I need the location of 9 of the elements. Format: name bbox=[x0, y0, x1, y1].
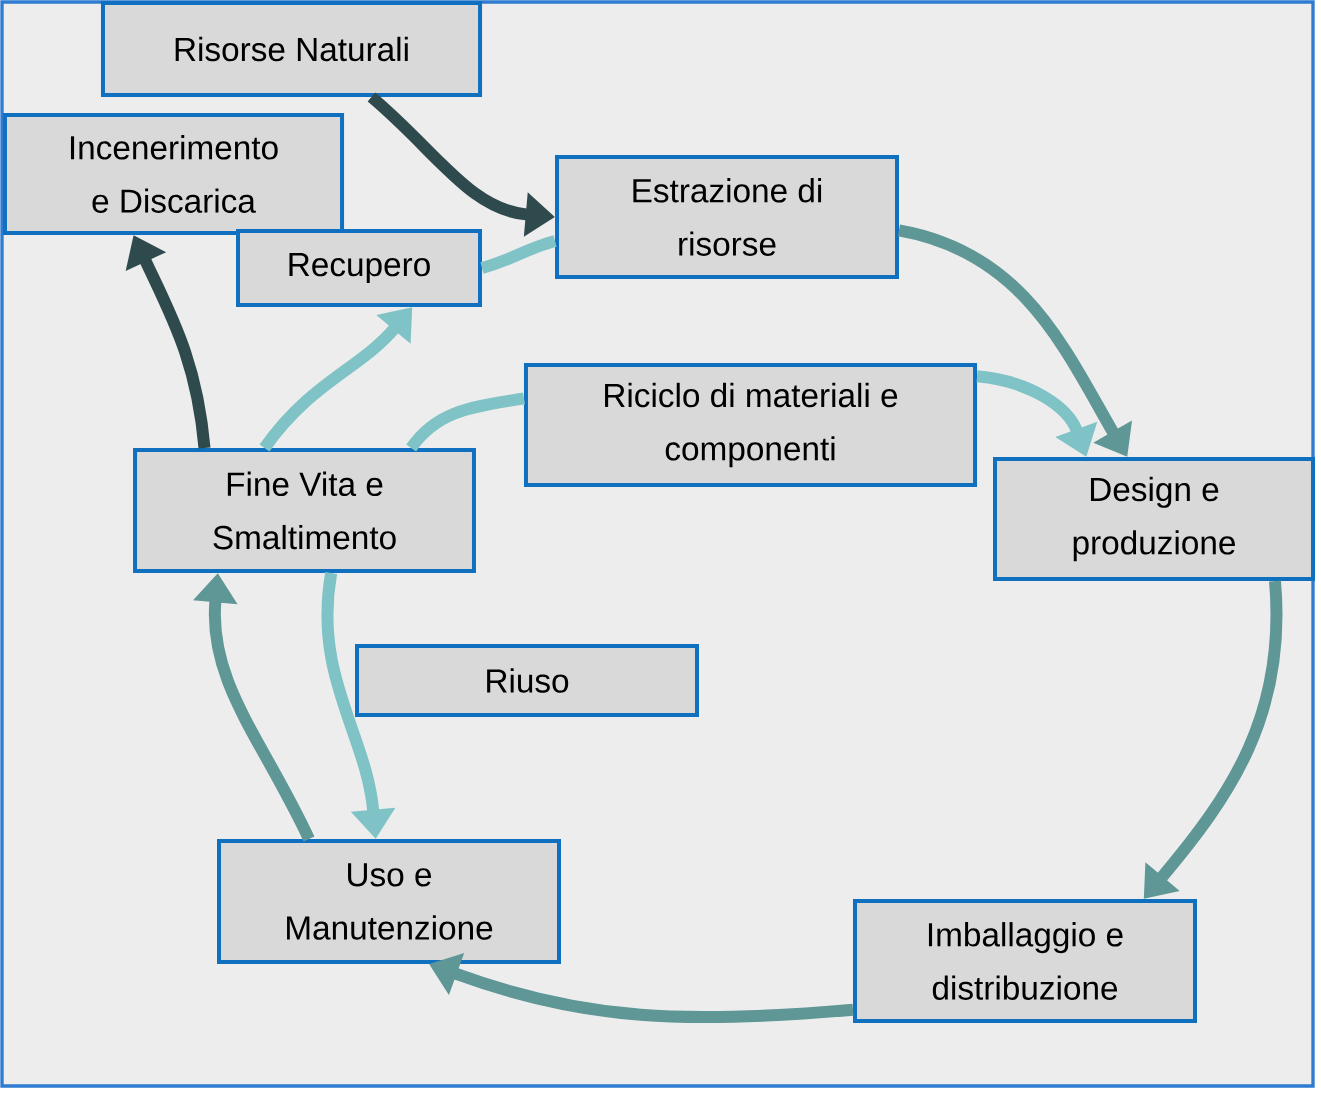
process-box: Uso e Manutenzione bbox=[217, 838, 561, 965]
process-box: Imballaggio e distribuzione bbox=[853, 899, 1197, 1023]
process-box: Estrazione di risorse bbox=[555, 155, 899, 279]
process-box: Riciclo di materiali e componenti bbox=[524, 363, 978, 487]
process-box: Design e produzione bbox=[993, 457, 1315, 581]
process-box: Fine Vita e Smaltimento bbox=[133, 447, 476, 574]
process-box: Recupero bbox=[236, 229, 482, 307]
process-box: Risorse Naturali bbox=[101, 1, 483, 97]
process-box: Riuso bbox=[355, 643, 699, 718]
